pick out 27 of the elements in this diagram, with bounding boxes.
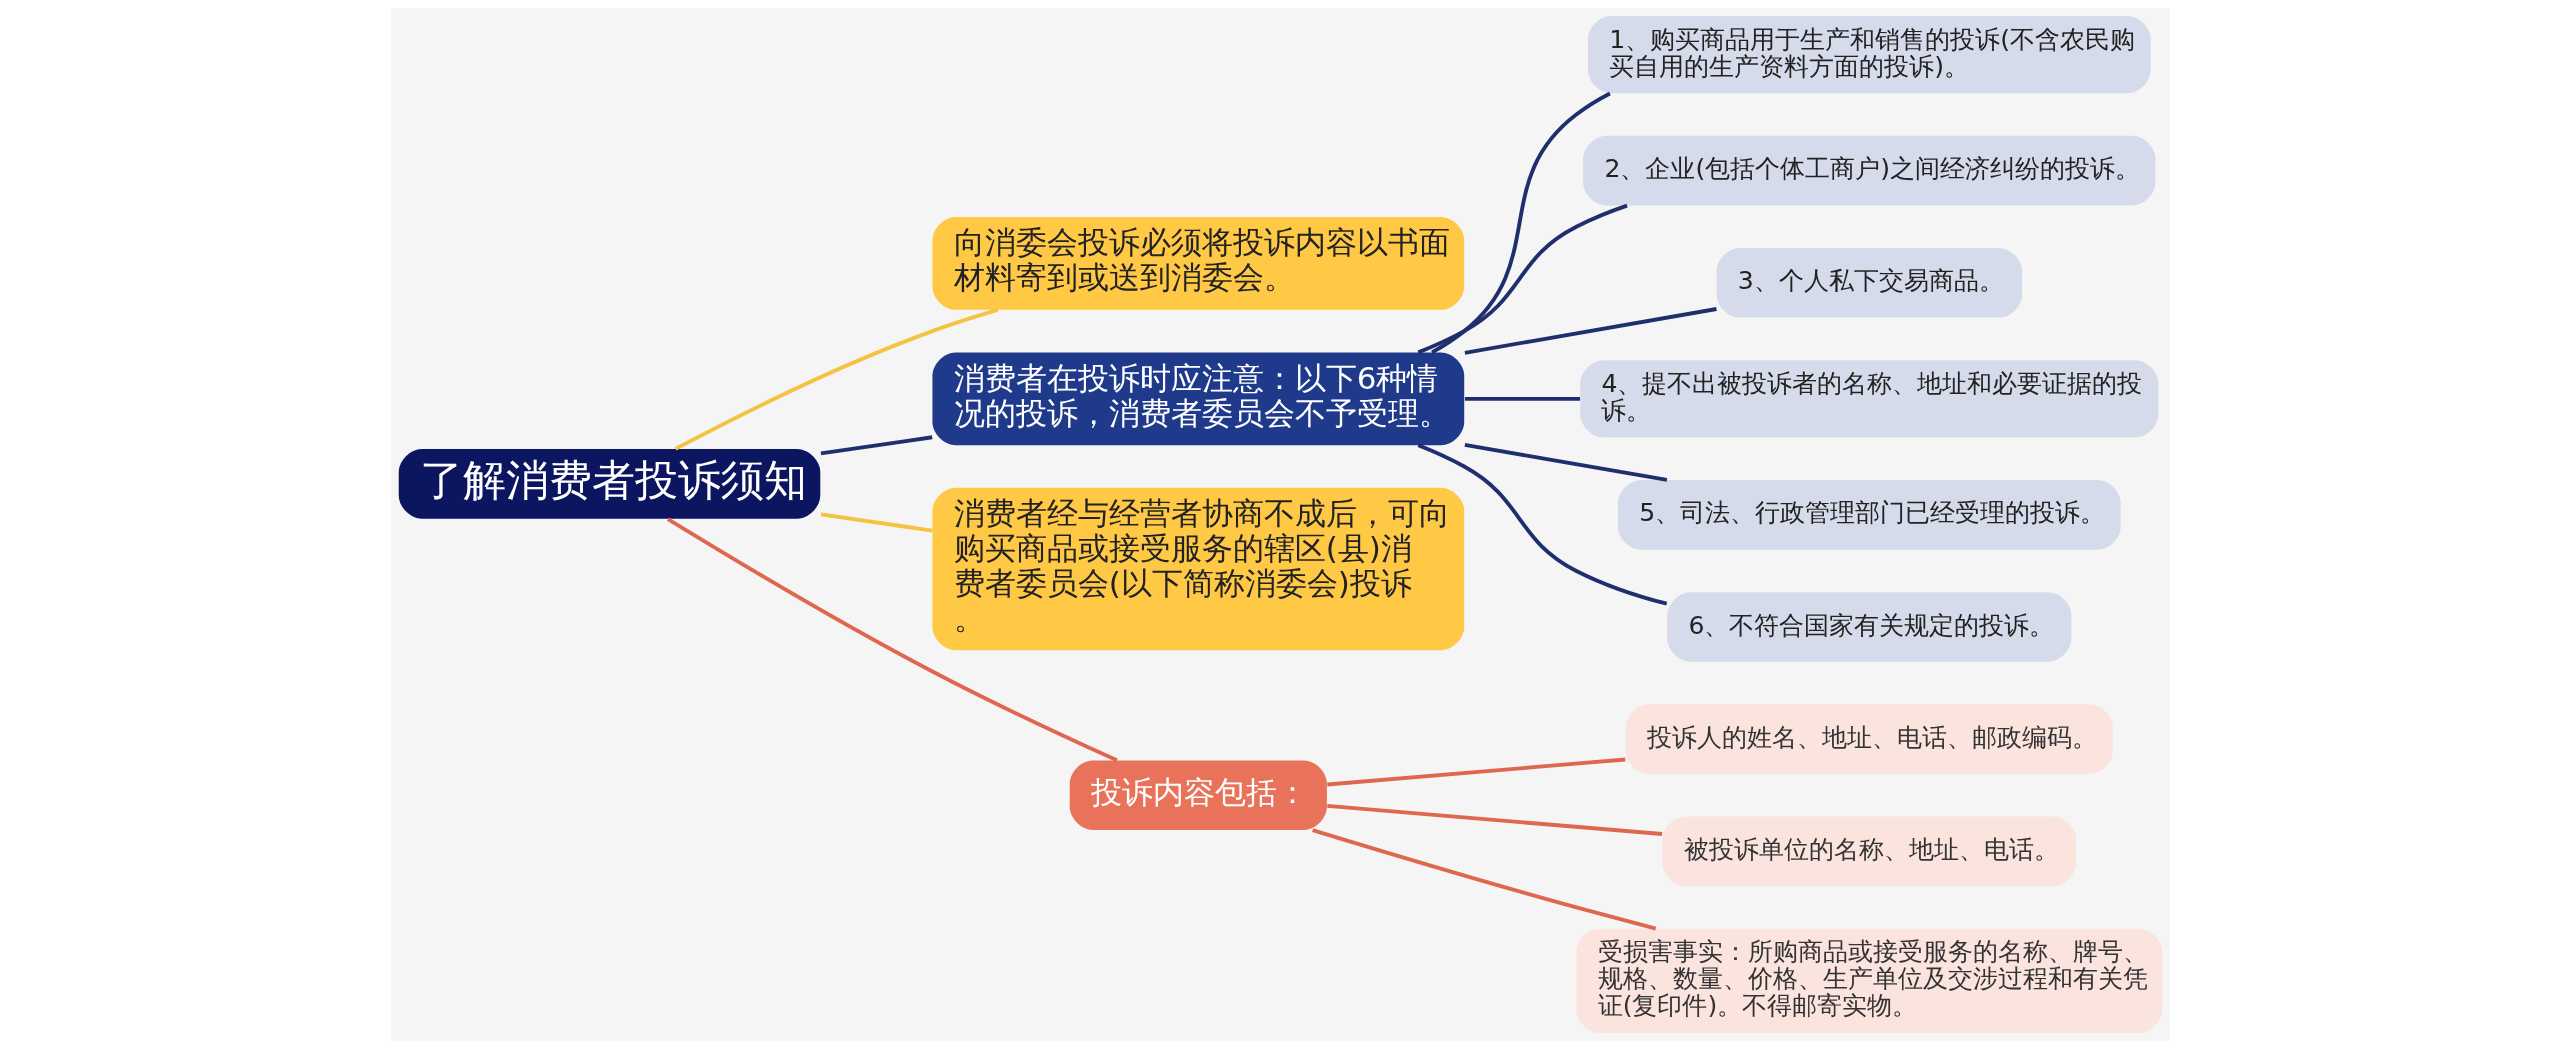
connector bbox=[820, 435, 932, 456]
node-box: 了解消费者投诉须知 bbox=[398, 449, 820, 519]
node-box: 2、企业(包括个体工商户)之间经济纠纷的投诉。 bbox=[1582, 135, 2155, 206]
node-box: 3、个人私下交易商品。 bbox=[1716, 248, 2022, 318]
node-box: 1、购买商品用于生产和销售的投诉(不含农民购买自用的生产资料方面的投诉)。 bbox=[1587, 15, 2151, 94]
connector bbox=[1430, 91, 1611, 354]
connector bbox=[1464, 396, 1580, 401]
node-box: 被投诉单位的名称、地址、电话。 bbox=[1661, 816, 2076, 887]
connector bbox=[1417, 443, 1667, 606]
node-box: 受损害事实：所购商品或接受服务的名称、牌号、规格、数量、价格、生产单位及交涉过程和有关凭证(复印件)。不得邮寄实物。 bbox=[1575, 928, 2162, 1034]
node-box: 4、提不出被投诉者的名称、地址和必要证据的投诉。 bbox=[1579, 360, 2158, 438]
connector bbox=[820, 512, 932, 533]
connector bbox=[1311, 828, 1656, 931]
node-box: 消费者经与经营者协商不成后，可向购买商品或接受服务的辖区(县)消费者委员会(以下简称消委会)投诉。 bbox=[931, 487, 1464, 651]
node-box: 5、司法、行政管理部门已经受理的投诉。 bbox=[1617, 480, 2121, 550]
connector bbox=[1326, 803, 1662, 836]
node-box: 投诉人的姓名、地址、电话、邮政编码。 bbox=[1625, 704, 2113, 774]
node-box: 6、不符合国家有关规定的投诉。 bbox=[1666, 592, 2071, 662]
node-box: 消费者在投诉时应注意：以下6种情况的投诉，消费者委员会不予受理。 bbox=[931, 352, 1464, 446]
connector bbox=[666, 517, 1118, 762]
connector bbox=[674, 308, 998, 451]
connector bbox=[1464, 442, 1667, 482]
connector bbox=[1464, 307, 1717, 355]
connector bbox=[1417, 203, 1628, 355]
connector bbox=[1326, 757, 1625, 787]
node-box: 向消委会投诉必须将投诉内容以书面材料寄到或送到消委会。 bbox=[931, 217, 1464, 310]
node-box: 投诉内容包括： bbox=[1069, 760, 1327, 830]
